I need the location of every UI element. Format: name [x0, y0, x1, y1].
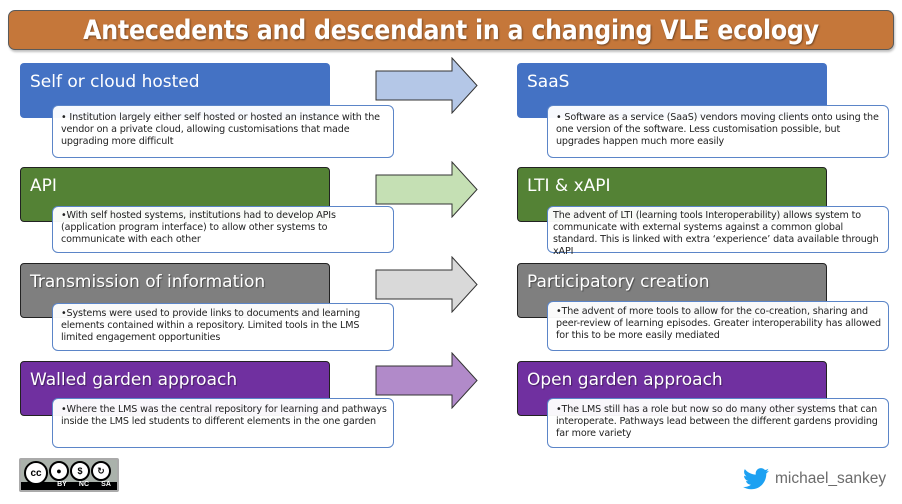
antecedent-heading-1: Self or cloud hosted: [30, 72, 200, 92]
noncommercial-icon: $: [70, 461, 90, 481]
title-banner: Antecedents and descendant in a changing…: [8, 10, 894, 50]
descendant-heading-1: SaaS: [527, 72, 570, 92]
arrow-right-icon-2: [375, 161, 478, 218]
descendant-description-1: • Software as a service (SaaS) vendors m…: [547, 105, 889, 158]
sharealike-icon: ↻: [91, 461, 111, 481]
attribution-icon: ●: [49, 461, 69, 481]
descendant-text-2: The advent of LTI (learning tools Intero…: [553, 210, 879, 257]
descendant-heading-2: LTI & xAPI: [527, 176, 611, 196]
antecedent-heading-4: Walled garden approach: [30, 370, 238, 390]
arrow-right-icon-1: [375, 57, 478, 114]
cc-icon: cc: [24, 461, 48, 485]
descendant-text-4: •The LMS still has a role but now so do …: [556, 404, 878, 439]
antecedent-description-4: •Where the LMS was the central repositor…: [52, 398, 394, 448]
descendant-heading-4: Open garden approach: [527, 370, 723, 390]
page-title: Antecedents and descendant in a changing…: [83, 14, 819, 46]
antecedent-text-2: •With self hosted systems, institutions …: [61, 210, 336, 245]
twitter-credit: michael_sankey: [743, 468, 886, 490]
antecedent-text-3: •Systems were used to provide links to d…: [61, 308, 361, 343]
antecedent-description-2: •With self hosted systems, institutions …: [52, 206, 394, 253]
cc-by-nc-sa-icon: cc ● $ ↻ BY NC SA: [19, 458, 119, 492]
twitter-handle[interactable]: michael_sankey: [775, 470, 887, 487]
twitter-bird-icon: [743, 468, 769, 490]
descendant-text-1: • Software as a service (SaaS) vendors m…: [556, 112, 879, 147]
descendant-heading-3: Participatory creation: [527, 272, 710, 292]
antecedent-text-1: • Institution largely either self hosted…: [61, 112, 380, 147]
license-label-nc: NC: [78, 481, 90, 488]
descendant-description-2: The advent of LTI (learning tools Intero…: [547, 206, 889, 257]
arrow-right-icon-4: [375, 352, 478, 409]
descendant-description-3: •The advent of more tools to allow for t…: [547, 301, 889, 351]
antecedent-description-1: • Institution largely either self hosted…: [52, 105, 394, 158]
antecedent-heading-2: API: [30, 176, 57, 196]
arrow-right-icon-3: [375, 256, 478, 313]
license-label-sa: SA: [101, 481, 111, 488]
license-label-by: BY: [57, 481, 67, 488]
antecedent-description-3: •Systems were used to provide links to d…: [52, 303, 394, 351]
antecedent-heading-3: Transmission of information: [30, 272, 266, 292]
descendant-description-4: •The LMS still has a role but now so do …: [547, 398, 889, 448]
antecedent-text-4: •Where the LMS was the central repositor…: [61, 404, 387, 427]
descendant-text-3: •The advent of more tools to allow for t…: [556, 306, 881, 341]
